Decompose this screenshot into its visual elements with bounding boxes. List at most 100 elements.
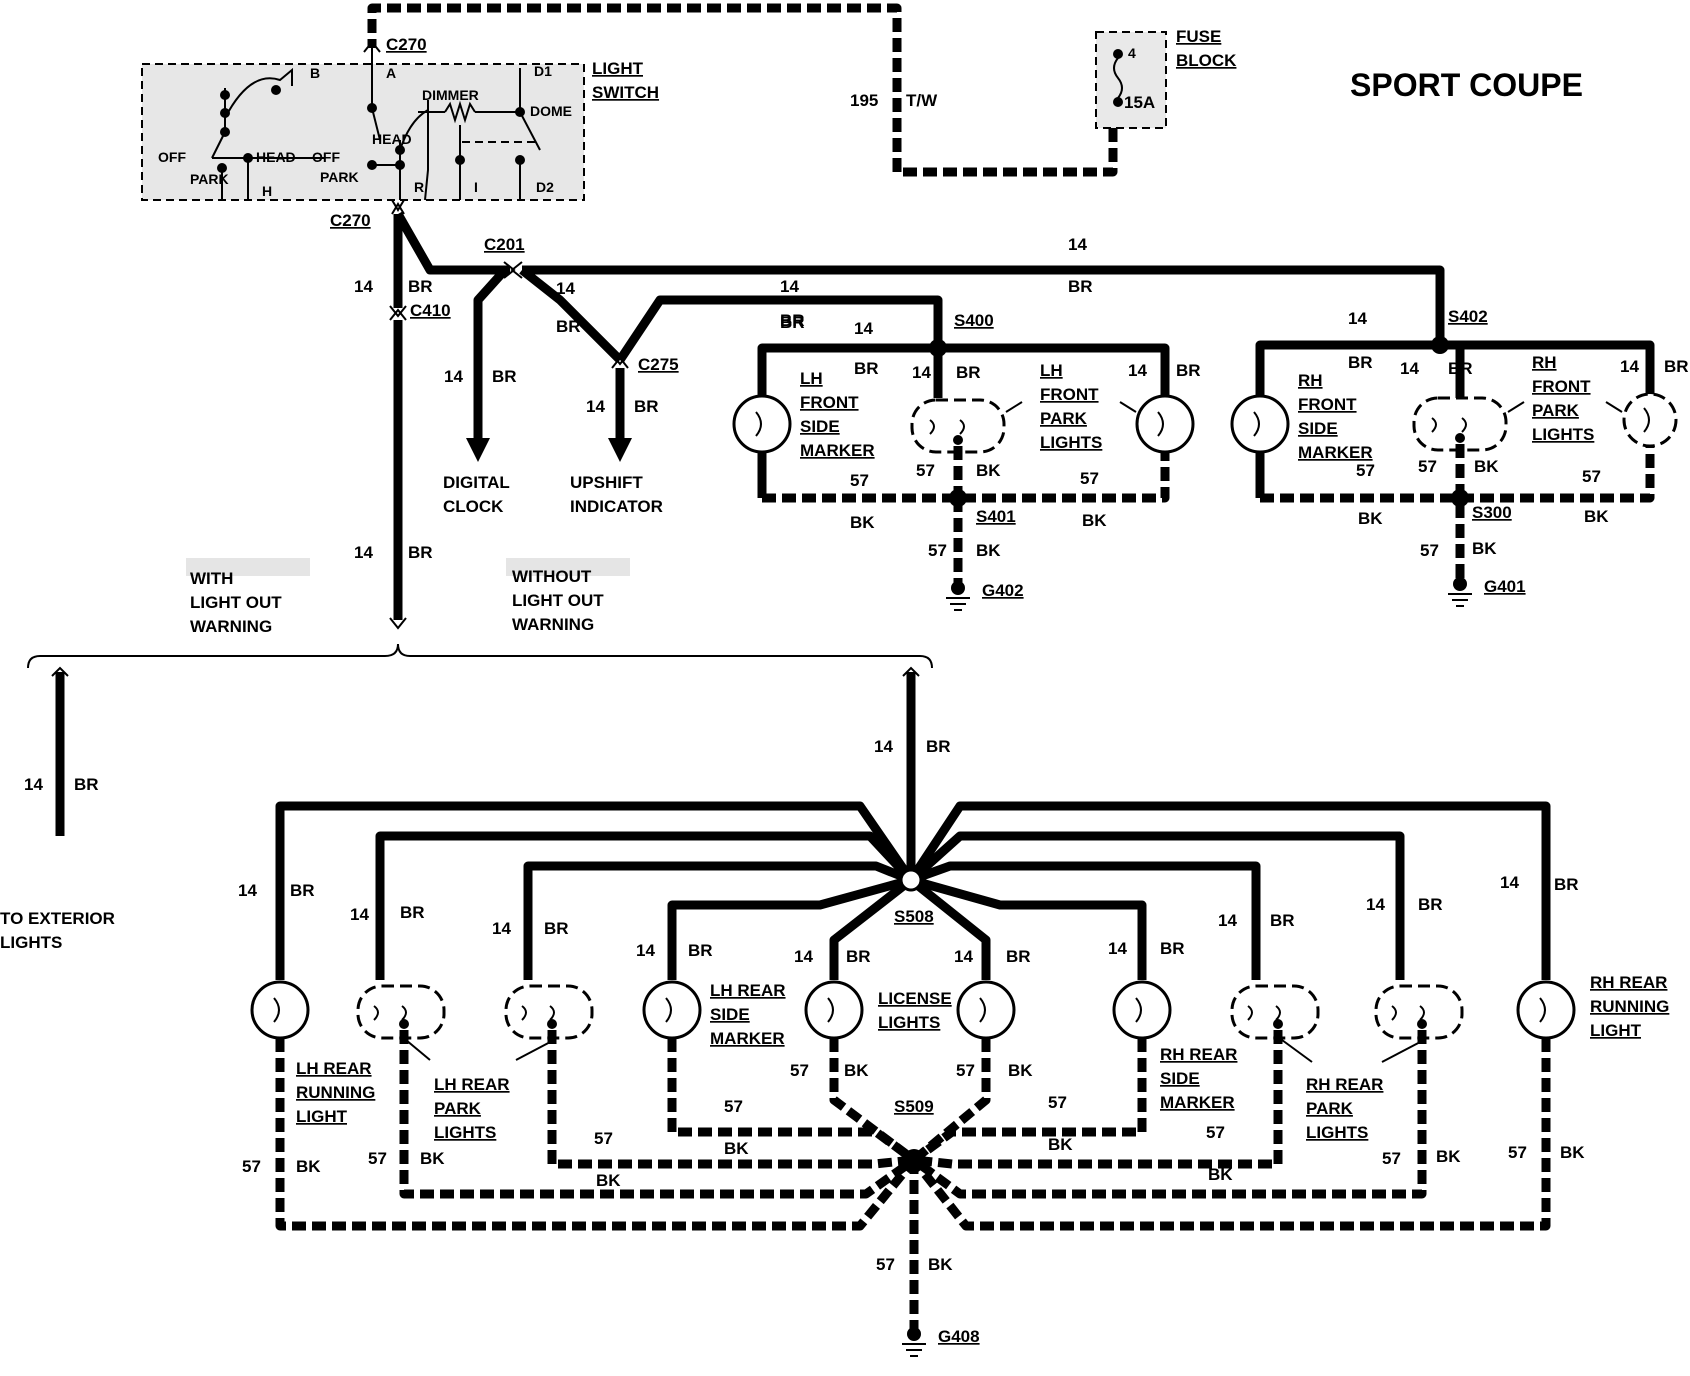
- feed-wire: 195 T/W C270: [363, 3, 1118, 177]
- wire-label: BR: [780, 311, 805, 330]
- wire-label: 57: [850, 471, 869, 490]
- term-r: R: [414, 179, 424, 195]
- wire-label: 57: [1048, 1093, 1067, 1112]
- lh-front-park-bulb: [1135, 394, 1195, 454]
- wire-label: BK: [596, 1171, 621, 1190]
- wire-label: 14: [780, 277, 799, 296]
- wire-label: 14: [354, 277, 373, 296]
- lamp-label: RH: [1298, 371, 1323, 390]
- wire-label: BK: [1008, 1061, 1033, 1080]
- wire-label: BK: [1584, 507, 1609, 526]
- option-section: WITH LIGHT OUT WARNING WITHOUT LIGHT OUT…: [0, 558, 933, 952]
- wire-label: 57: [928, 541, 947, 560]
- lamp-label: SIDE: [1298, 419, 1338, 438]
- s402: S402: [1448, 307, 1488, 326]
- c270-top: C270: [386, 35, 427, 54]
- s400: S400: [954, 311, 994, 330]
- main-feed: C270 14 BR C410 14 BR: [330, 199, 510, 630]
- wire-label: BK: [1048, 1135, 1073, 1154]
- lamp-label: PARK: [1532, 401, 1580, 420]
- lamp-label: RH REAR: [1160, 1045, 1237, 1064]
- wire-label: BK: [928, 1255, 953, 1274]
- lamp-label: PARK: [434, 1099, 482, 1118]
- wire-label: 14: [854, 319, 873, 338]
- lamp-label: SIDE: [710, 1005, 750, 1024]
- wire-label: BR: [1160, 939, 1185, 958]
- without-1: WITHOUT: [512, 567, 592, 586]
- lamp-label: MARKER: [1298, 443, 1373, 462]
- wire-label: BR: [634, 397, 659, 416]
- lamp-label: LIGHT: [1590, 1021, 1642, 1040]
- lamp-label: LH: [800, 369, 823, 388]
- wire-label: 57: [1382, 1149, 1401, 1168]
- wire-label: 57: [876, 1255, 895, 1274]
- rh-front-circuit: S402 14 BR 14 BR 14 BR 57 BK 57 57 BK BK…: [1230, 307, 1689, 607]
- with-1: WITH: [190, 569, 233, 588]
- wire-label: BK: [724, 1139, 749, 1158]
- wire-label: 14: [556, 279, 575, 298]
- lamp-label: LH REAR: [434, 1075, 510, 1094]
- lamp-label: FRONT: [1532, 377, 1591, 396]
- wire-label: 14: [794, 947, 813, 966]
- lamp-label: RH REAR: [1306, 1075, 1383, 1094]
- wire-label: 14: [912, 363, 931, 382]
- wire-label: BK: [976, 541, 1001, 560]
- wire-label: 14: [874, 737, 893, 756]
- lamp-label: LH REAR: [296, 1059, 372, 1078]
- wire-label: BR: [74, 775, 99, 794]
- wire-label: 14: [1218, 911, 1237, 930]
- fuse-rating: 15A: [1124, 93, 1155, 112]
- wire-label: 14: [444, 367, 463, 386]
- wire-label: BK: [420, 1149, 445, 1168]
- wire-label: 14: [24, 775, 43, 794]
- lamp-label: MARKER: [1160, 1093, 1235, 1112]
- lamp-label: LH REAR: [710, 981, 786, 1000]
- lamp-label: LIGHTS: [1532, 425, 1594, 444]
- lh-front-circuit: S400 BR 14 BR 14 BR 14 BR 57 BK 57 57 BK…: [732, 311, 1201, 611]
- lamp-label: SIDE: [1160, 1069, 1200, 1088]
- c201-branches: C201 14 BR 14 BR DIGITAL CLOCK 14 BR 14 …: [443, 235, 1445, 516]
- with-2: LIGHT OUT: [190, 593, 282, 612]
- light-switch: LIGHT SWITCH B A H R I D1 D2 OFF HEAD PA…: [141, 45, 659, 201]
- g401: G401: [1484, 577, 1526, 596]
- wire-label: BK: [844, 1061, 869, 1080]
- wire-label: BR: [854, 359, 879, 378]
- pos-off-left: OFF: [158, 149, 186, 165]
- wire-label: BK: [1082, 511, 1107, 530]
- c410: C410: [410, 301, 451, 320]
- wire-label: BR: [688, 941, 713, 960]
- wire-label: 14: [1500, 873, 1519, 892]
- wire-label: 57: [790, 1061, 809, 1080]
- wire-label: BR: [400, 903, 425, 922]
- digital-clock-1: DIGITAL: [443, 473, 510, 492]
- wire-label: BK: [976, 461, 1001, 480]
- wire-label: 14: [586, 397, 605, 416]
- s300: S300: [1472, 503, 1512, 522]
- pos-head-mid: HEAD: [372, 131, 412, 147]
- lamp-label: LIGHTS: [878, 1013, 940, 1032]
- wire-label: BR: [1418, 895, 1443, 914]
- wire-label: 14: [1400, 359, 1419, 378]
- wire-label: 14: [1108, 939, 1127, 958]
- c270-bottom: C270: [330, 211, 371, 230]
- feed-circuit: 195: [850, 91, 878, 110]
- s508: S508: [894, 907, 934, 926]
- wire-label: BR: [926, 737, 951, 756]
- lamp-label: FRONT: [800, 393, 859, 412]
- pos-dimmer: DIMMER: [422, 87, 479, 103]
- wire-label: 57: [724, 1097, 743, 1116]
- wire-label: BR: [1176, 361, 1201, 380]
- pos-off-mid: OFF: [312, 149, 340, 165]
- wire-label: 57: [242, 1157, 261, 1176]
- wire-label: BR: [1348, 353, 1373, 372]
- lamp-label: LIGHT: [296, 1107, 348, 1126]
- digital-clock-2: CLOCK: [443, 497, 504, 516]
- c201: C201: [484, 235, 525, 254]
- wire-label: BK: [1358, 509, 1383, 528]
- wire-label: BR: [956, 363, 981, 382]
- pos-head-left: HEAD: [256, 149, 296, 165]
- wire-label: 57: [1420, 541, 1439, 560]
- exterior-1: TO EXTERIOR: [0, 909, 115, 928]
- wire-label: BK: [1472, 539, 1497, 558]
- lamp-label: LIGHTS: [434, 1123, 496, 1142]
